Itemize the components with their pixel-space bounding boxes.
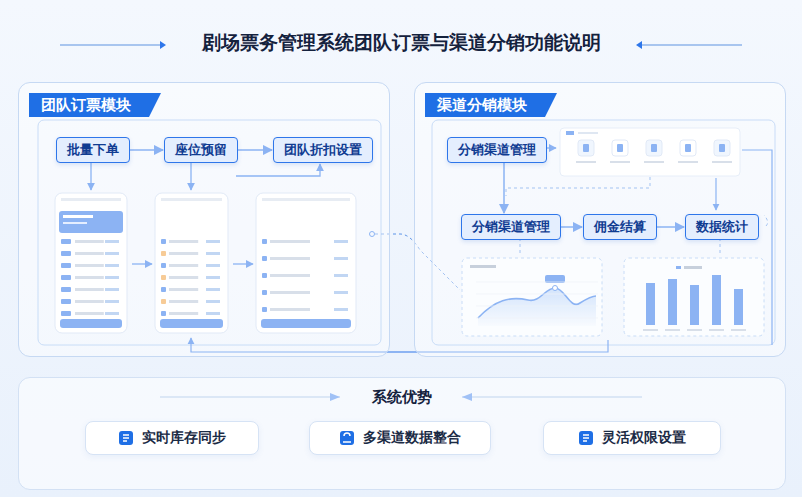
process-box: 座位预留 — [164, 137, 238, 163]
feature-icon — [578, 430, 594, 446]
advantage-box: 实时库存同步 — [85, 421, 259, 455]
process-box: 分销渠道管理 — [447, 137, 547, 163]
box-label: 分销渠道管理 — [458, 142, 536, 157]
box-label: 多渠道数据整合 — [363, 429, 461, 447]
advantage-box: 多渠道数据整合 — [309, 421, 491, 455]
box-label: 座位预留 — [175, 142, 227, 157]
process-box: 团队折扣设置 — [273, 137, 373, 163]
advantage-panel: 系统优势实时库存同步 多渠道数据整合 灵活权限设置 — [18, 377, 786, 490]
process-box: 数据统计 — [685, 214, 759, 240]
process-box: 分销渠道管理 — [461, 214, 561, 240]
box-label: 团队折扣设置 — [284, 142, 362, 157]
module-panel: 团队订票模块批量下单 座位预留 团队折扣设置 — [18, 82, 390, 357]
box-label: 批量下单 — [67, 142, 119, 157]
advantage-box: 灵活权限设置 — [543, 421, 721, 455]
box-label: 灵活权限设置 — [602, 429, 686, 447]
module-tab: 团队订票模块 — [29, 93, 161, 117]
box-label: 数据统计 — [696, 219, 748, 234]
section-heading: 系统优势 — [19, 388, 785, 407]
process-box: 佣金结算 — [583, 214, 657, 240]
box-label: 分销渠道管理 — [472, 219, 550, 234]
diagram-title: 剧场票务管理系统团队订票与渠道分销功能说明 — [0, 30, 802, 56]
feature-icon — [339, 430, 355, 446]
feature-icon — [118, 430, 134, 446]
box-label: 佣金结算 — [594, 219, 646, 234]
process-box: 批量下单 — [56, 137, 130, 163]
box-label: 实时库存同步 — [142, 429, 226, 447]
module-panel: 渠道分销模块分销渠道管理分销渠道管理佣金结算数据统计 — [414, 82, 786, 357]
module-tab: 渠道分销模块 — [425, 93, 557, 117]
